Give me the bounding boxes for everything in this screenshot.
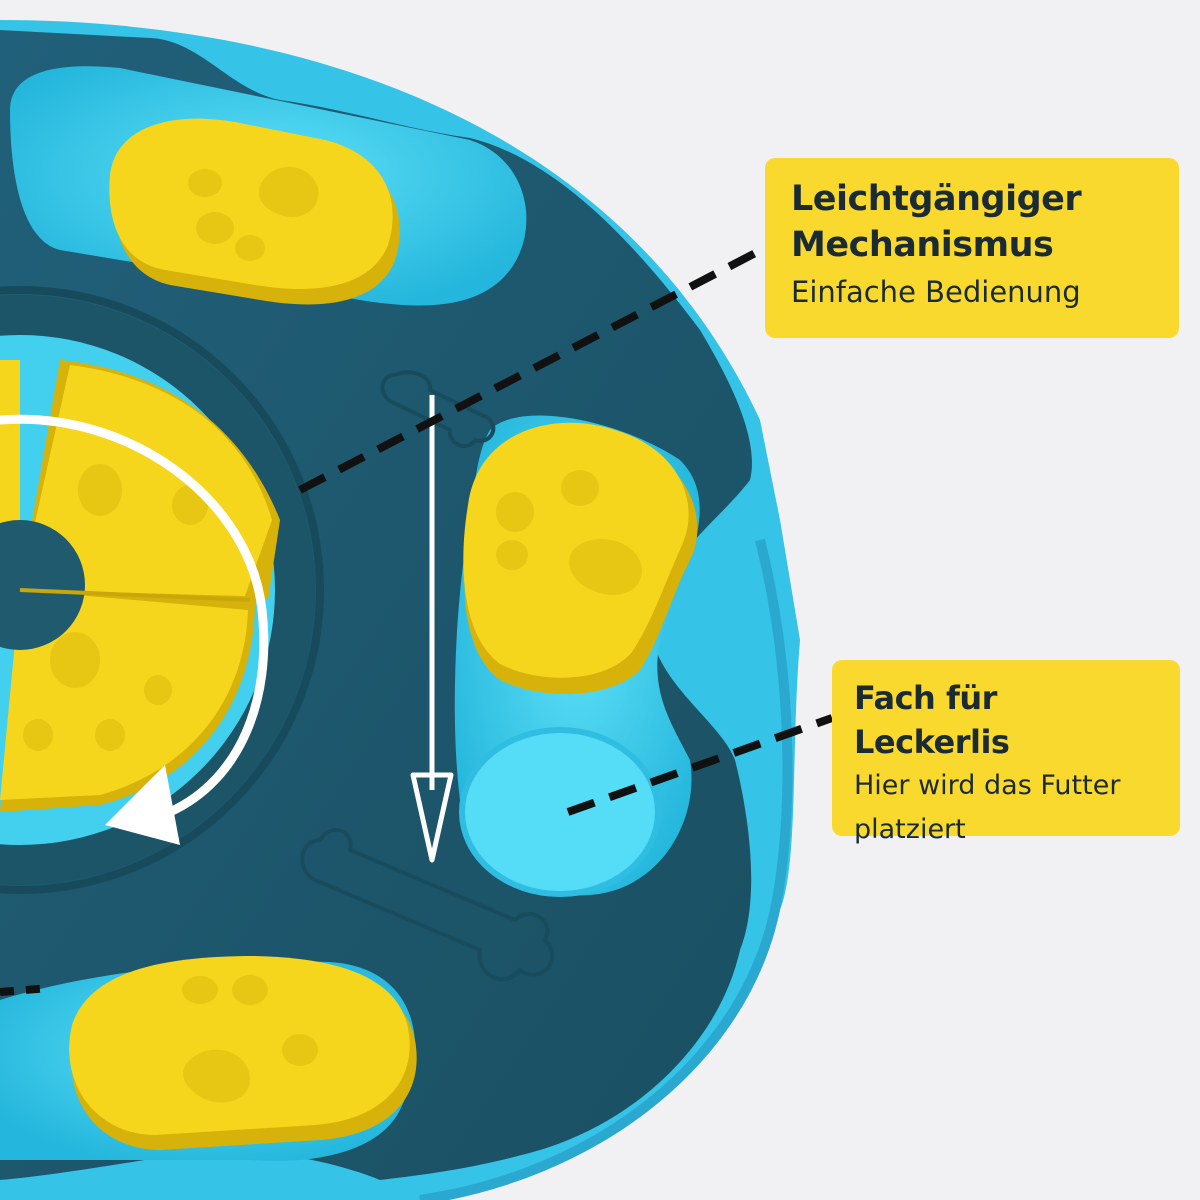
embossed-bone-lower — [300, 828, 555, 982]
callout-mechanism: Leichtgängiger Mechanismus Einfache Bedi… — [765, 158, 1179, 338]
callout-treat-title: Fach für Leckerlis — [854, 679, 1010, 761]
embossed-bone-upper — [380, 370, 496, 449]
right-paw-lid — [463, 422, 698, 694]
treat-cup — [459, 727, 661, 897]
top-paw-lid — [109, 118, 400, 305]
base-plate-edge — [419, 538, 793, 1200]
leader-line-left — [0, 984, 51, 996]
bottom-paw-lid — [69, 956, 417, 1150]
rotating-disc-segments — [0, 360, 280, 812]
leader-line-treats — [566, 714, 834, 816]
rotation-arrow — [0, 414, 269, 817]
callout-treat-subtitle: Hier wird das Futter platziert — [854, 770, 1121, 845]
callout-mechanism-subtitle: Einfache Bedienung — [791, 275, 1081, 309]
slide-arrow — [410, 395, 454, 863]
callout-mechanism-title: Leichtgängiger Mechanismus — [791, 179, 1082, 265]
callout-treat-compartment: Fach für Leckerlis Hier wird das Futter … — [832, 660, 1180, 845]
rotation-arrowhead — [105, 765, 180, 845]
